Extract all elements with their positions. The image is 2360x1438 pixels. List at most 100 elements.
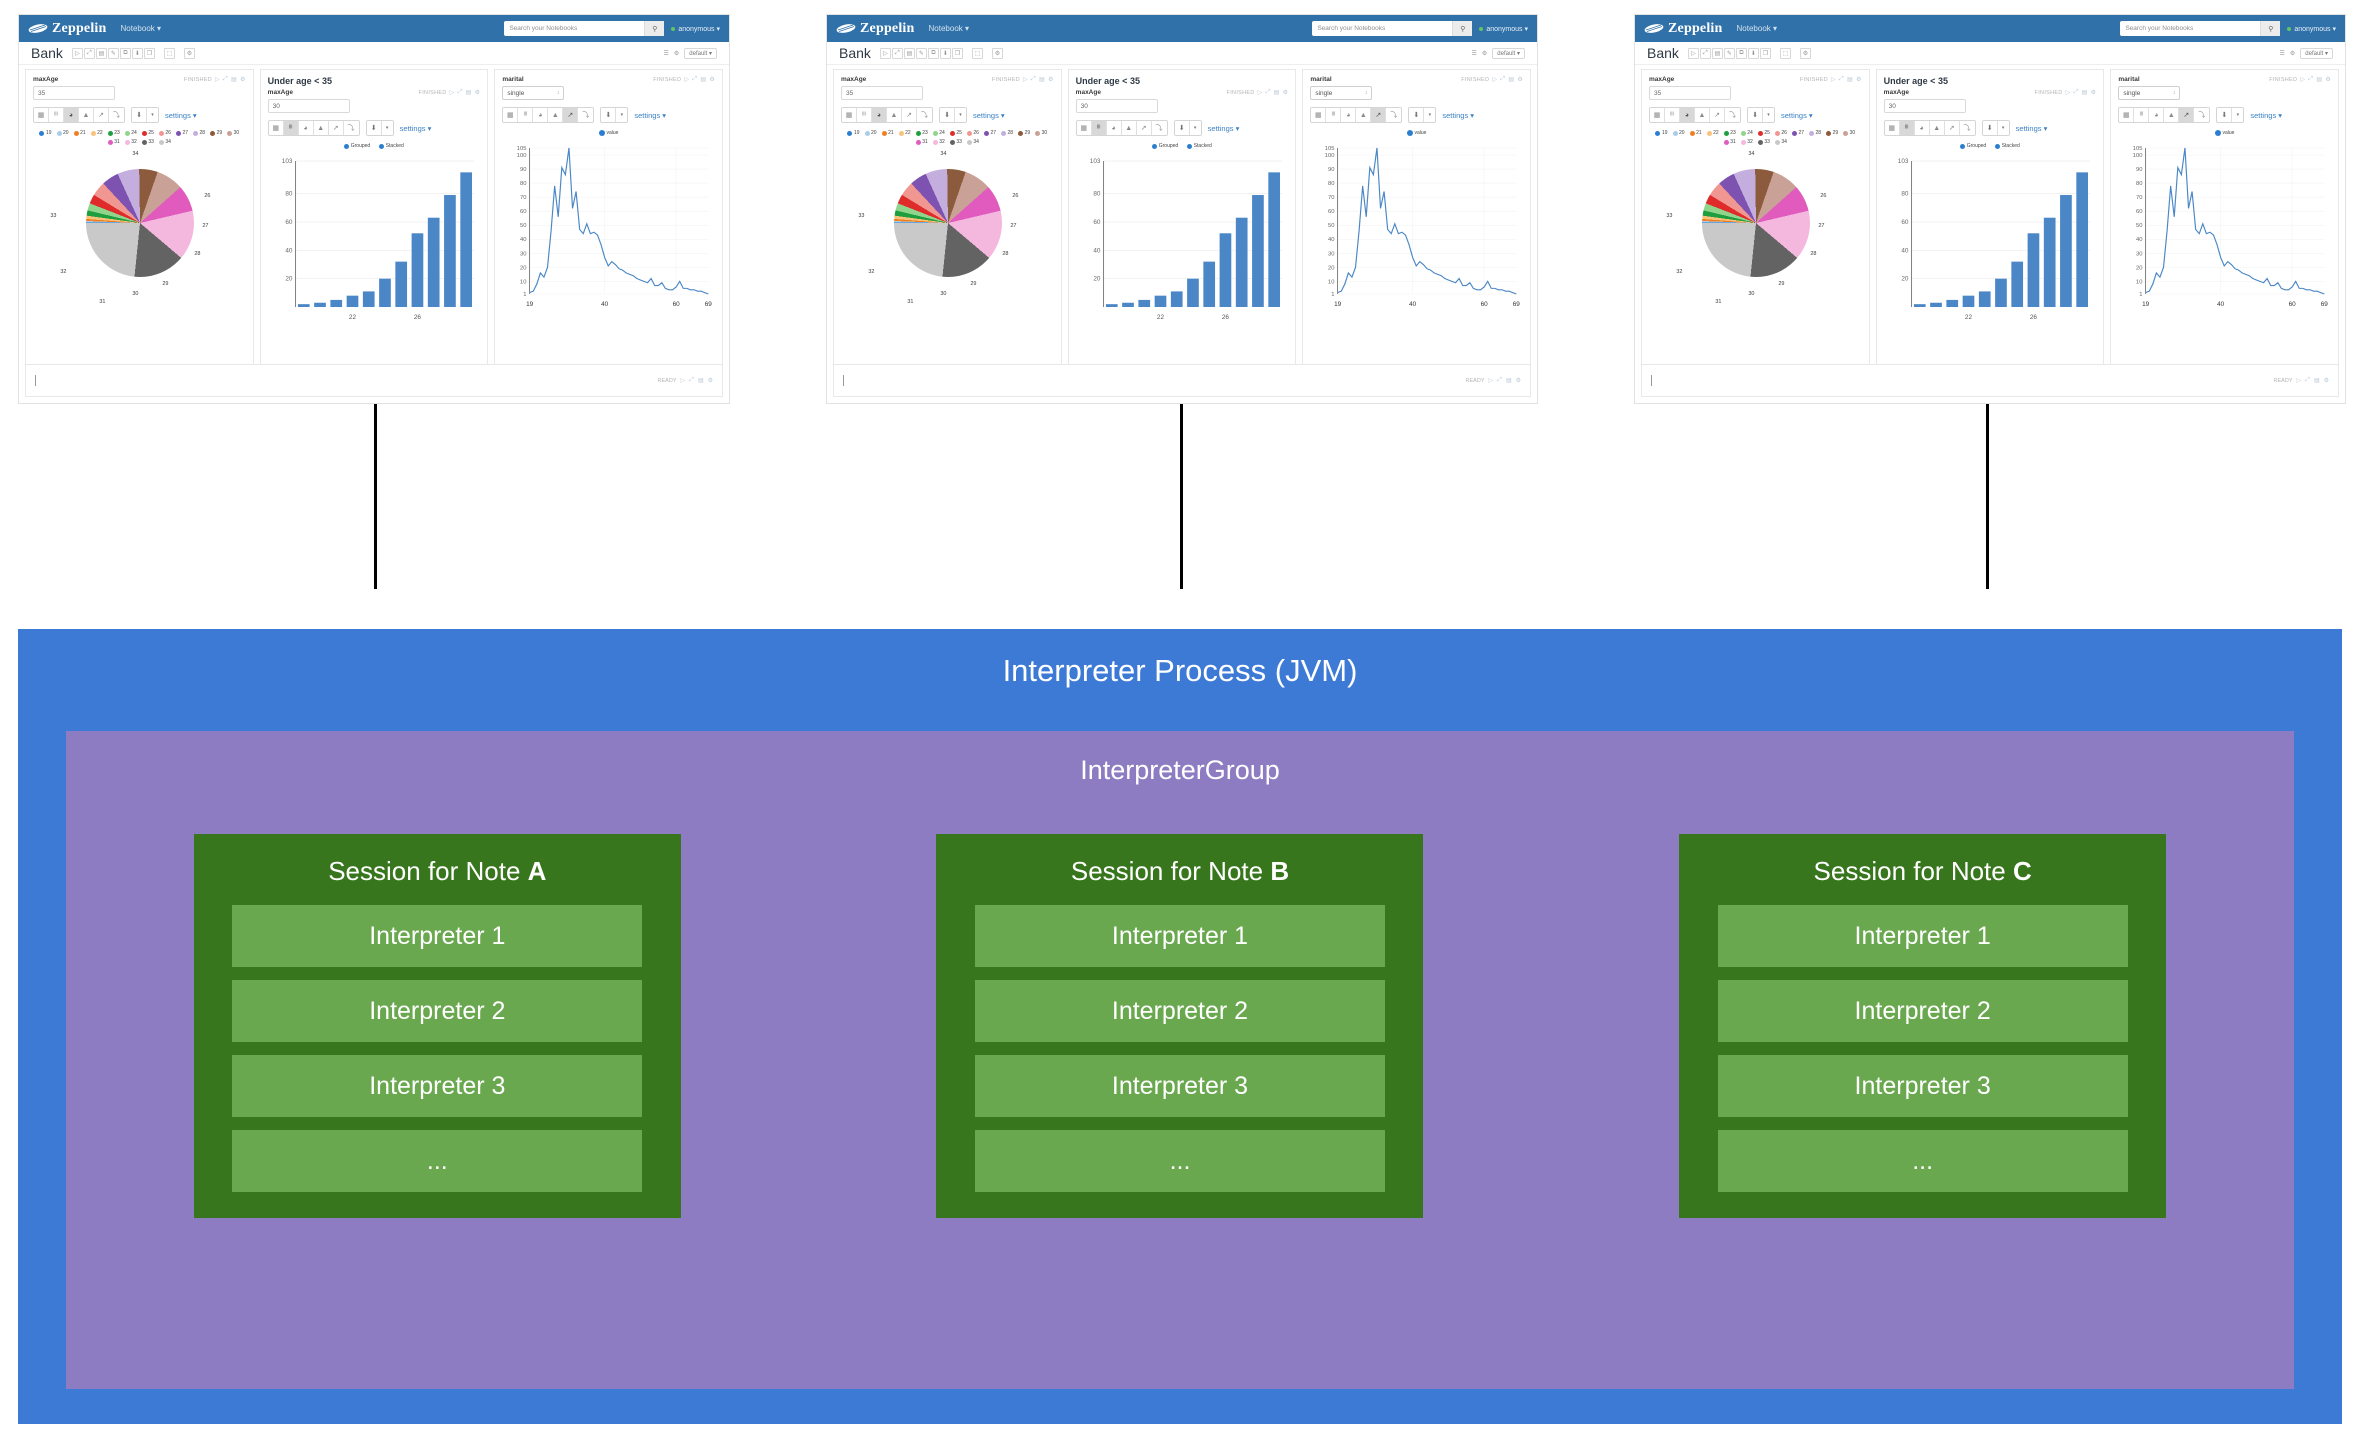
download-icon[interactable]: ⬇ (1748, 108, 1763, 122)
new-paragraph-box[interactable]: READY▷⤢▤⚙ (833, 364, 1531, 397)
legend-item-19[interactable]: 19 (39, 130, 52, 136)
legend-item-32[interactable]: 32 (124, 139, 137, 145)
marital-select[interactable]: single↕ (2118, 86, 2181, 100)
legend-item-value[interactable]: value (1406, 130, 1426, 136)
viz-button-3[interactable]: ▲ (2164, 108, 2180, 122)
viz-button-4[interactable]: ↗ (1136, 121, 1152, 135)
legend-item-33[interactable]: 33 (141, 139, 154, 145)
viz-button-0[interactable]: ▦ (268, 121, 284, 135)
legend-item-23[interactable]: 23 (107, 130, 120, 136)
toolbar-icon-4[interactable]: ⧉ (1735, 47, 1747, 59)
maxage-input[interactable]: 30 (1075, 99, 1158, 113)
radio-grouped[interactable]: Grouped (344, 143, 370, 149)
paragraph-status-icon-1[interactable]: ⤢ (692, 76, 698, 82)
maxage-input[interactable]: 35 (1649, 86, 1731, 100)
download-caret-icon[interactable]: ▾ (147, 108, 158, 122)
viz-button-2[interactable]: ◕ (1341, 108, 1357, 122)
toolbar-right-icon-0[interactable]: ☰ (2279, 50, 2285, 57)
settings-button[interactable]: settings ▾ (165, 110, 197, 120)
legend-item-31[interactable]: 31 (107, 139, 120, 145)
toolbar-right-icon-1[interactable]: ⚙ (2289, 50, 2296, 57)
paragraph-status-icon-1[interactable]: ⤢ (1030, 76, 1036, 82)
settings-button[interactable]: settings ▾ (2250, 110, 2283, 120)
toolbar-icon-2[interactable]: ▤ (903, 47, 915, 59)
paragraph-status-icon-3[interactable]: ⚙ (239, 77, 246, 83)
paragraph-status-icon-0[interactable]: ▷ (2065, 90, 2071, 96)
paragraph-status-icon-3[interactable]: ⚙ (1515, 378, 1521, 384)
viz-button-1[interactable]: ᴵᴵᴵ (1899, 121, 1915, 135)
paragraph-status-icon-2[interactable]: ▤ (1505, 378, 1512, 384)
toolbar-extra-icon-1[interactable]: ⚙ (183, 47, 195, 59)
paragraph-status-icon-2[interactable]: ▤ (700, 77, 707, 83)
legend-item-21[interactable]: 21 (1689, 130, 1702, 136)
toolbar-extra-icon-0[interactable]: ⬚ (163, 47, 175, 59)
paragraph-status-icon-3[interactable]: ⚙ (1282, 90, 1289, 96)
search-input[interactable]: Search your Notebooks (2125, 25, 2194, 32)
settings-button[interactable]: settings ▾ (2015, 123, 2048, 133)
settings-button[interactable]: settings ▾ (1781, 110, 1813, 120)
viz-button-0[interactable]: ▦ (1311, 108, 1327, 122)
viz-button-3[interactable]: ▲ (1929, 121, 1945, 135)
paragraph-status-icon-2[interactable]: ▤ (1273, 90, 1280, 96)
viz-button-4[interactable]: ↗ (1710, 108, 1725, 122)
paragraph-status-icon-3[interactable]: ⚙ (2090, 90, 2097, 96)
paragraph-status-icon-2[interactable]: ▤ (2316, 77, 2323, 83)
toolbar-icon-3[interactable]: ✎ (915, 47, 927, 59)
search-input[interactable]: Search your Notebooks (1317, 25, 1386, 32)
viz-button-1[interactable]: ᴵᴵᴵ (283, 121, 299, 135)
viz-button-4[interactable]: ↗ (1944, 121, 1960, 135)
viz-button-5[interactable]: ⤵ (343, 121, 359, 135)
toolbar-icon-1[interactable]: ⤢ (83, 47, 95, 59)
legend-item-19[interactable]: 19 (1655, 130, 1668, 136)
toolbar-icon-6[interactable]: ❐ (951, 47, 963, 59)
settings-button[interactable]: settings ▾ (1207, 123, 1240, 133)
download-caret-icon[interactable]: ▾ (955, 108, 966, 122)
toolbar-right-icon-1[interactable]: ⚙ (1481, 50, 1488, 57)
viz-button-3[interactable]: ▲ (887, 108, 902, 122)
legend-item-24[interactable]: 24 (1740, 130, 1753, 136)
paragraph-status-icon-0[interactable]: ▷ (449, 90, 455, 96)
maxage-input[interactable]: 30 (267, 99, 350, 113)
toolbar-extra-icon-1[interactable]: ⚙ (991, 47, 1003, 59)
download-icon[interactable]: ⬇ (1982, 121, 1998, 135)
search-box[interactable]: Search your Notebooks⚲ (1312, 21, 1473, 36)
toolbar-icon-5[interactable]: ⬇ (131, 47, 143, 59)
toolbar-icon-6[interactable]: ❐ (1759, 47, 1771, 59)
legend-item-34[interactable]: 34 (158, 139, 171, 145)
viz-button-2[interactable]: ◕ (1106, 121, 1122, 135)
settings-button[interactable]: settings ▾ (1442, 110, 1475, 120)
viz-button-1[interactable]: ᴵᴵᴵ (1665, 108, 1680, 122)
toolbar-right-icon-0[interactable]: ☰ (1471, 50, 1477, 57)
paragraph-status-icon-1[interactable]: ⤢ (1500, 76, 1506, 82)
viz-button-3[interactable]: ▲ (1121, 121, 1137, 135)
viz-button-2[interactable]: ◕ (2149, 108, 2165, 122)
search-icon[interactable]: ⚲ (2260, 21, 2281, 36)
viz-button-1[interactable]: ᴵᴵᴵ (1091, 121, 1107, 135)
toolbar-icon-5[interactable]: ⬇ (939, 47, 951, 59)
legend-item-21[interactable]: 21 (73, 130, 86, 136)
paragraph-status-icon-2[interactable]: ▤ (1508, 77, 1515, 83)
paragraph-status-icon-1[interactable]: ⤢ (2305, 377, 2310, 383)
toolbar-icon-4[interactable]: ⧉ (119, 47, 131, 59)
legend-item-29[interactable]: 29 (1826, 130, 1838, 136)
paragraph-status-icon-1[interactable]: ⤢ (1497, 377, 1502, 383)
toolbar-extra-icon-0[interactable]: ⬚ (971, 47, 983, 59)
legend-item-value[interactable]: value (2214, 130, 2234, 136)
legend-item-20[interactable]: 20 (1672, 130, 1685, 136)
legend-item-22[interactable]: 22 (1706, 130, 1719, 136)
legend-item-25[interactable]: 25 (141, 130, 154, 136)
legend-item-27[interactable]: 27 (175, 130, 188, 136)
download-icon[interactable]: ⬇ (601, 108, 617, 122)
toolbar-icon-0[interactable]: ▷ (71, 47, 83, 59)
legend-item-24[interactable]: 24 (124, 130, 137, 136)
download-caret-icon[interactable]: ▾ (1189, 121, 1201, 135)
legend-item-27[interactable]: 27 (1791, 130, 1804, 136)
paragraph-status-icon-0[interactable]: ▷ (2296, 378, 2302, 384)
viz-button-0[interactable]: ▦ (1884, 121, 1900, 135)
paragraph-status-icon-2[interactable]: ▤ (1847, 77, 1853, 83)
legend-item-24[interactable]: 24 (932, 130, 945, 136)
toolbar-icon-1[interactable]: ⤢ (891, 47, 903, 59)
legend-item-34[interactable]: 34 (1774, 139, 1787, 145)
settings-button[interactable]: settings ▾ (399, 123, 432, 133)
toolbar-right-icon-1[interactable]: ⚙ (673, 50, 680, 57)
